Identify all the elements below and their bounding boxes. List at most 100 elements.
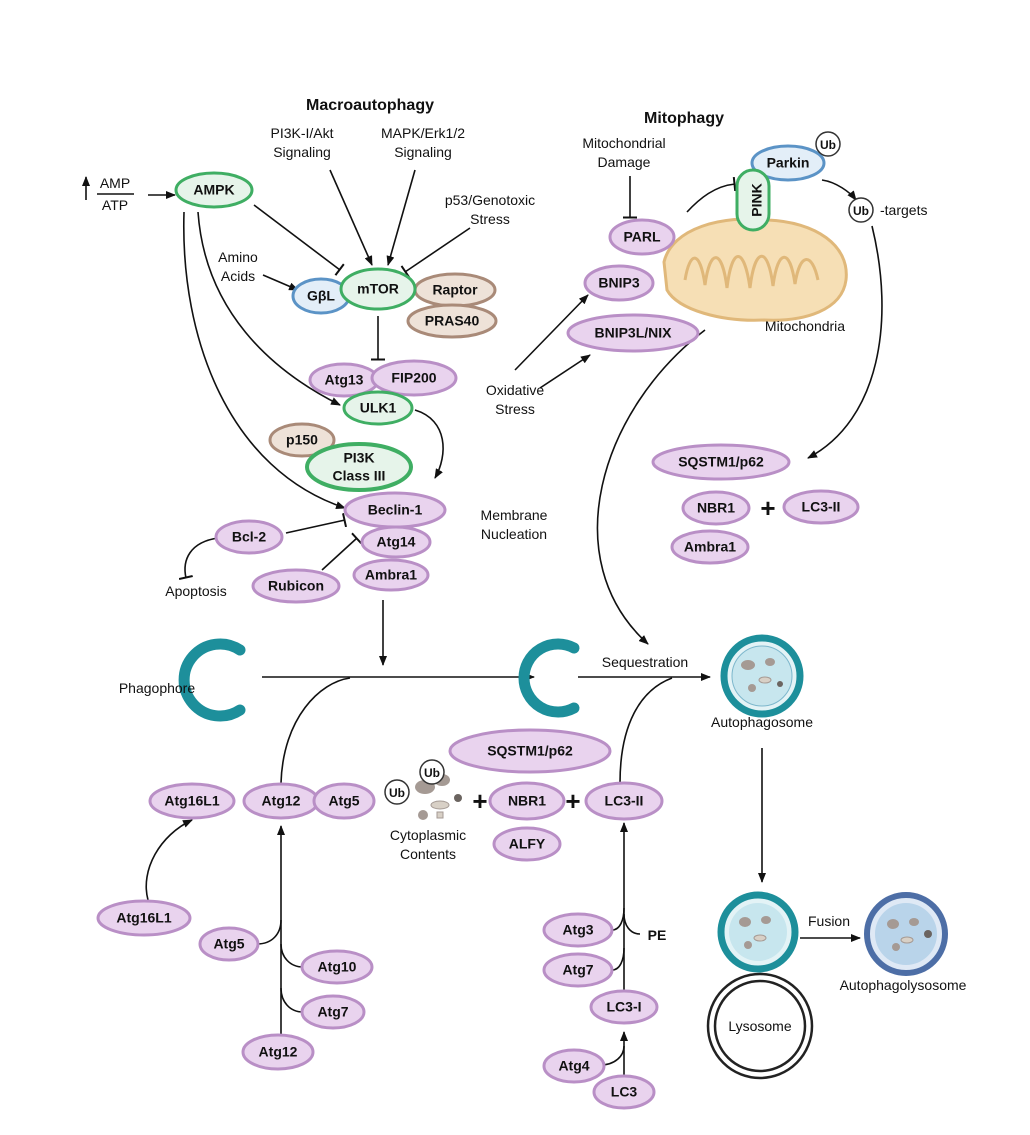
ub-badge-cytoplasm-2: Ub	[419, 759, 445, 785]
inhibit-ampk-mtor	[253, 204, 345, 276]
pi3k-akt-label-1: PI3K-I/Akt	[270, 125, 333, 141]
nbr1-mid-node: NBR1	[488, 781, 566, 821]
sqstm1-right-label: SQSTM1/p62	[678, 454, 764, 470]
rubicon-label: Rubicon	[268, 578, 324, 594]
atg7-right-node: Atg7	[542, 952, 614, 988]
svg-text:Ub: Ub	[424, 766, 440, 780]
arrow-atg16l1-up	[145, 819, 193, 901]
bnip3-node: BNIP3	[583, 264, 655, 302]
plus-signs: + + +	[472, 493, 775, 816]
ulk1-node: ULK1	[342, 390, 414, 426]
lysosome-label: Lysosome	[728, 1018, 792, 1034]
arrow-oxidative-bnip3l	[539, 354, 591, 389]
fusion-label: Fusion	[808, 913, 850, 929]
atg16l1-low-label: Atg16L1	[116, 910, 171, 926]
curve-lc3ii-to-main	[619, 677, 673, 784]
atg16l1-row-label: Atg16L1	[164, 793, 219, 809]
arrow-ampk-to-ulk1	[197, 211, 341, 406]
atg7-left-node: Atg7	[300, 994, 366, 1030]
bnip3l-label: BNIP3L/NIX	[594, 325, 672, 341]
join-pe	[623, 913, 641, 935]
atg13-label: Atg13	[325, 372, 364, 388]
join-atg7-right	[611, 947, 625, 971]
bnip3-label: BNIP3	[598, 275, 639, 291]
pi3k-1-node: PI3K Class III	[305, 442, 413, 492]
sequestration-label: Sequestration	[602, 654, 688, 670]
sqstm1-mid-node: SQSTM1/p62	[448, 728, 612, 774]
inhibit-rubicon-atg14	[321, 532, 363, 571]
atg12-row-label: Atg12	[262, 793, 301, 809]
atg5-low-label: Atg5	[213, 936, 244, 952]
arrow-parkin-ub	[821, 179, 857, 201]
atg5-row-node: Atg5	[312, 782, 376, 820]
parkin-node: Parkin	[750, 144, 826, 182]
ambra1-right-node: Ambra1	[670, 529, 750, 565]
nbr1-mid-label: NBR1	[508, 793, 546, 809]
sqstm1-mid-label: SQSTM1/p62	[487, 743, 573, 759]
atg12-low-label: Atg12	[259, 1044, 298, 1060]
raptor-label: Raptor	[432, 282, 478, 298]
arrow-oxidative-bnip3	[514, 294, 589, 371]
mtor-node: mTOR	[339, 267, 417, 311]
mapk-label-2: Signaling	[394, 144, 452, 160]
pe-label: PE	[648, 927, 667, 943]
pink-label: PINK	[749, 183, 765, 216]
atg5-low-node: Atg5	[198, 926, 260, 962]
ub-badge-targets: Ub	[848, 197, 874, 223]
text-labels: Macroautophagy Mitophagy PI3K-I/Akt Sign…	[100, 97, 967, 1034]
join-atg5	[256, 919, 282, 945]
p53-label-1: p53/Genotoxic	[445, 192, 535, 208]
mitophagy-title: Mitophagy	[644, 110, 724, 127]
vesicle-fusing-icon	[717, 891, 799, 973]
p150-label: p150	[286, 432, 318, 448]
p53-label-2: Stress	[470, 211, 510, 227]
arrow-ub-targets-to-p62	[807, 225, 883, 459]
atg4-label: Atg4	[558, 1058, 589, 1074]
membrane-nucleation-label-2: Nucleation	[481, 526, 547, 542]
p150-node: p150	[268, 422, 336, 458]
autophagolysosome-label: Autophagolysosome	[840, 977, 967, 993]
inhibit-bcl2-apoptosis	[178, 537, 219, 581]
svg-text:Ub: Ub	[389, 786, 405, 800]
atg3-node: Atg3	[542, 912, 614, 948]
arrow-ulk1-to-beclin1	[414, 409, 444, 479]
atg3-label: Atg3	[562, 922, 593, 938]
autophagolysosome-icon	[864, 892, 948, 976]
rubicon-node: Rubicon	[251, 568, 341, 604]
ampk-label: AMPK	[193, 182, 234, 198]
membrane-nucleation-label-1: Membrane	[481, 507, 548, 523]
phagophore-right-icon	[518, 638, 580, 718]
parl-label: PARL	[623, 229, 661, 245]
ambra1-right-label: Ambra1	[684, 539, 736, 555]
lc3ii-right-label: LC3-II	[802, 499, 841, 515]
amino-acids-label-1: Amino	[218, 249, 258, 265]
bcl2-node: Bcl-2	[214, 519, 284, 555]
phagophore-left-icon	[178, 638, 246, 722]
mito-damage-label-2: Damage	[598, 154, 651, 170]
arrow-pi3k-akt-to-mtor	[329, 169, 373, 266]
lc3-node: LC3	[592, 1074, 656, 1110]
atg14-node: Atg14	[360, 525, 432, 559]
lc3-label: LC3	[611, 1084, 638, 1100]
phagophore-label: Phagophore	[119, 680, 196, 696]
inhibit-p53-mtor	[400, 227, 471, 279]
autophagosome-label: Autophagosome	[711, 714, 813, 730]
beclin1-label: Beclin-1	[368, 502, 423, 518]
raptor-node: Raptor	[413, 272, 497, 308]
pi3k-akt-label-2: Signaling	[273, 144, 331, 160]
lc3ii-mid-node: LC3-II	[584, 781, 664, 821]
parl-node: PARL	[608, 218, 676, 256]
pi3k-1-label: PI3K	[343, 450, 374, 466]
pi3k-2-label: Class III	[333, 468, 386, 484]
lc3i-label: LC3-I	[607, 999, 642, 1015]
macroautophagy-title: Macroautophagy	[306, 97, 434, 114]
mitochondrion-icon	[662, 217, 848, 322]
atg7-right-label: Atg7	[562, 962, 593, 978]
connector-layer	[82, 169, 883, 1078]
mitochondria-label: Mitochondria	[765, 318, 845, 334]
plus-icon: +	[760, 493, 775, 523]
atp-label: ATP	[102, 197, 128, 213]
beclin1-node: Beclin-1	[343, 491, 447, 529]
oxidative-stress-label-2: Stress	[495, 401, 535, 417]
